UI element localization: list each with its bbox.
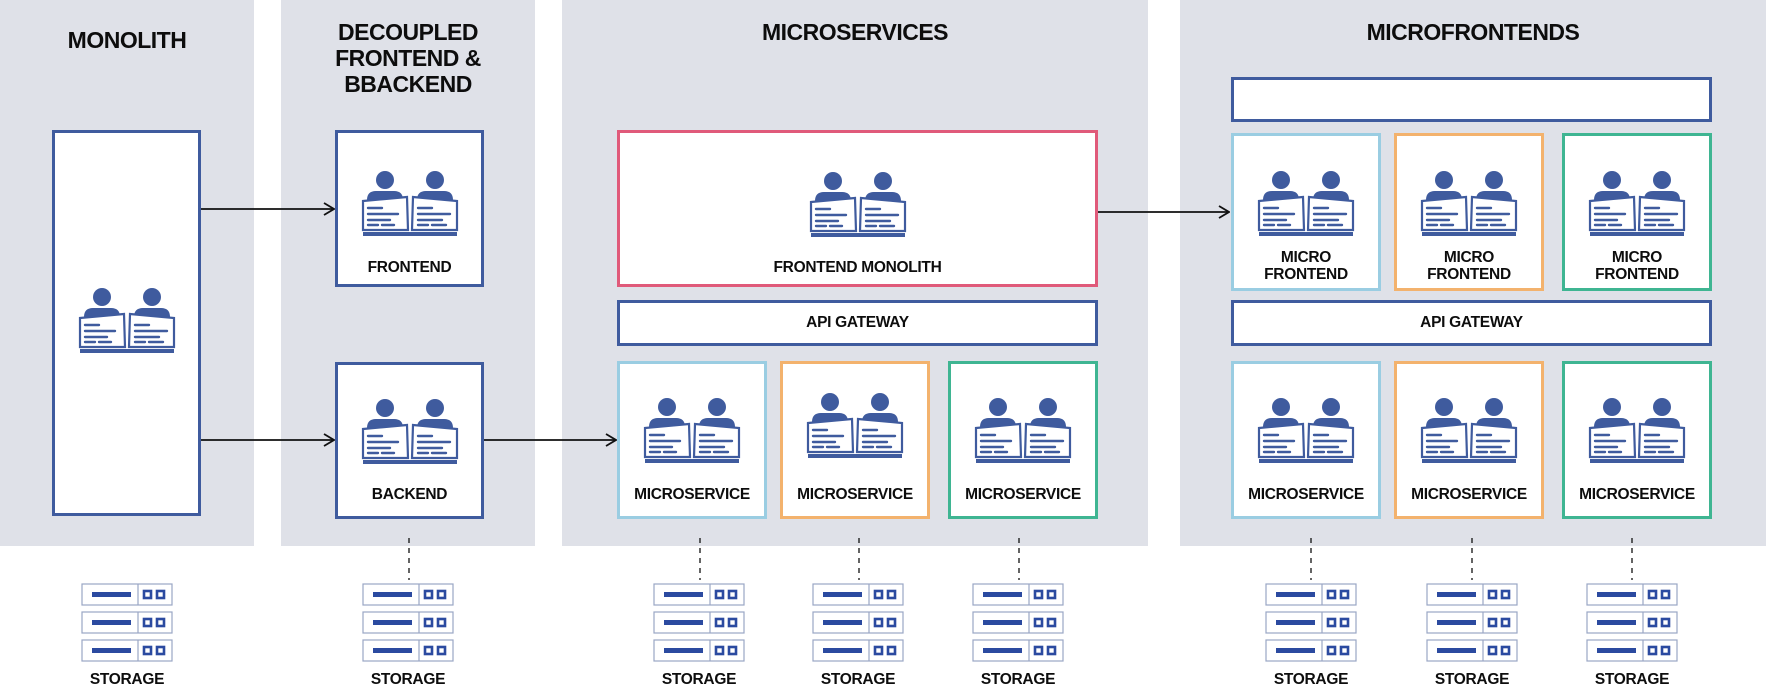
storage-label: STORAGE <box>980 671 1056 688</box>
storage-icon <box>972 582 1064 664</box>
micro-frontend-box: MICRO FRONTEND <box>1394 133 1544 291</box>
microservice-label: MICROSERVICE <box>1579 486 1695 503</box>
api-gateway-bar: API GATEWAY <box>617 300 1098 346</box>
storage-icon <box>1426 582 1518 664</box>
storage-label: STORAGE <box>661 671 737 688</box>
api-gateway-bar: API GATEWAY <box>1231 300 1712 346</box>
microservice-box: MICROSERVICE <box>617 361 767 519</box>
storage-icon <box>1265 582 1357 664</box>
microservice-box: MICROSERVICE <box>948 361 1098 519</box>
micro-frontend-label: MICRO FRONTEND <box>1427 249 1511 283</box>
storage-icon <box>812 582 904 664</box>
microfrontends-title: MICROFRONTENDS <box>1366 19 1580 45</box>
backend-box: BACKEND <box>335 362 484 519</box>
storage-label: STORAGE <box>89 671 165 688</box>
storage-label: STORAGE <box>1273 671 1349 688</box>
micro-frontend-label: MICRO FRONTEND <box>1595 249 1679 283</box>
microservice-box: MICROSERVICE <box>1231 361 1381 519</box>
decoupled-panel: DECOUPLED FRONTEND & BBACKEND FRONTEND B… <box>281 0 535 546</box>
frontend-monolith-label: FRONTEND MONOLITH <box>773 259 942 276</box>
api-gateway-label: API GATEWAY <box>806 314 909 331</box>
storage-icon <box>653 582 745 664</box>
shell-bar <box>1231 77 1712 122</box>
microservice-label: MICROSERVICE <box>1411 486 1527 503</box>
microfrontends-panel: MICROFRONTENDS MICRO FRONTEND MICRO FRON… <box>1180 0 1766 546</box>
microservice-label: MICROSERVICE <box>965 486 1081 503</box>
backend-label: BACKEND <box>371 486 448 503</box>
microservice-box: MICROSERVICE <box>780 361 930 519</box>
storage-icon <box>1586 582 1678 664</box>
storage-label: STORAGE <box>820 671 896 688</box>
microservice-box: MICROSERVICE <box>1562 361 1712 519</box>
frontend-label: FRONTEND <box>367 259 452 276</box>
microservices-title: MICROSERVICES <box>761 19 949 45</box>
monolith-box <box>52 130 201 516</box>
storage-label: STORAGE <box>1434 671 1510 688</box>
microservice-label: MICROSERVICE <box>797 486 913 503</box>
storage-icon <box>362 582 454 664</box>
storage-label: STORAGE <box>1594 671 1670 688</box>
frontend-monolith-box: FRONTEND MONOLITH <box>617 130 1098 287</box>
microservices-panel: MICROSERVICES FRONTEND MONOLITH API GATE… <box>562 0 1148 546</box>
microservice-box: MICROSERVICE <box>1394 361 1544 519</box>
monolith-panel: MONOLITH <box>0 0 254 546</box>
microservice-label: MICROSERVICE <box>1248 486 1364 503</box>
frontend-box: FRONTEND <box>335 130 484 287</box>
microservice-label: MICROSERVICE <box>634 486 750 503</box>
micro-frontend-box: MICRO FRONTEND <box>1231 133 1381 291</box>
api-gateway-label: API GATEWAY <box>1420 314 1523 331</box>
storage-icon <box>81 582 173 664</box>
micro-frontend-label: MICRO FRONTEND <box>1264 249 1348 283</box>
decoupled-title: DECOUPLED FRONTEND & BBACKEND <box>335 19 481 97</box>
micro-frontend-box: MICRO FRONTEND <box>1562 133 1712 291</box>
monolith-title: MONOLITH <box>67 27 187 53</box>
storage-label: STORAGE <box>370 671 446 688</box>
